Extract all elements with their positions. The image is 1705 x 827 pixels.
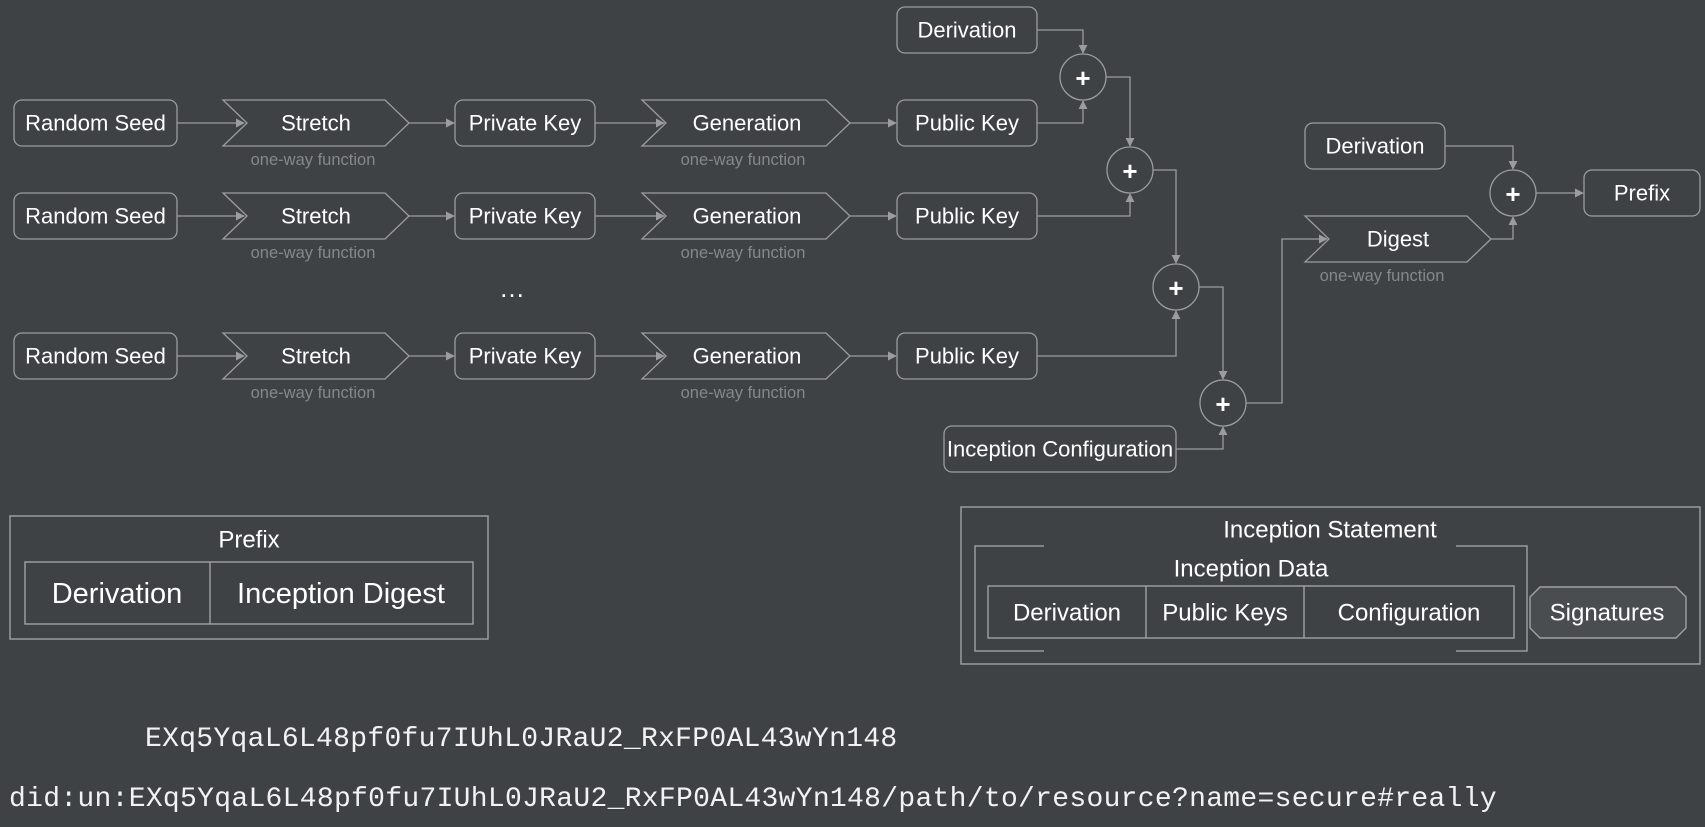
signatures-label: Signatures <box>1550 600 1665 627</box>
inception-configuration-label: Inception Configuration <box>947 437 1173 462</box>
combine-node-5-symbol: + <box>1505 179 1520 209</box>
generation-note: one-way function <box>681 244 806 262</box>
public-key-label: Public Key <box>915 344 1019 369</box>
generation-chevron <box>640 99 851 147</box>
flow-diagram-canvas: Random Seed Stretch one-way function Pri… <box>9 6 1701 665</box>
stretch-chevron <box>221 192 410 240</box>
digest-chevron <box>1303 215 1492 263</box>
generation-note: one-way function <box>681 151 806 169</box>
generation-note: one-way function <box>681 384 806 402</box>
digest-label: Digest <box>1367 227 1429 252</box>
row-1: Random Seed Stretch one-way function Pri… <box>13 99 1038 169</box>
edge-combine-1-2 <box>1106 76 1135 147</box>
combine-node-1-symbol: + <box>1075 63 1090 93</box>
inception-data-cell-derivation: Derivation <box>1013 600 1121 627</box>
combine-node-3-symbol: + <box>1168 273 1183 303</box>
stretch-note: one-way function <box>251 151 376 169</box>
private-key-label: Private Key <box>469 204 582 229</box>
edge-public1-combine-1 <box>1037 100 1088 124</box>
public-key-label: Public Key <box>915 204 1019 229</box>
edge-public2-combine-2 <box>1037 193 1135 217</box>
stretch-label: Stretch <box>281 204 351 229</box>
inception-statement: Inception Statement Inception Data Deriv… <box>960 506 1701 665</box>
public-key-label: Public Key <box>915 111 1019 136</box>
private-key-label: Private Key <box>469 111 582 136</box>
rows-ellipsis: … <box>499 273 525 303</box>
right-derivation-label: Derivation <box>1325 134 1424 159</box>
inception-statement-frame <box>960 506 1701 665</box>
edge-derivation-combine-5 <box>1445 145 1518 170</box>
inception-data-title: Inception Data <box>1174 556 1329 583</box>
edge-config-combine-4 <box>1176 426 1228 450</box>
signatures-tag <box>1529 586 1687 639</box>
inception-statement-title: Inception Statement <box>1223 517 1437 544</box>
prefix-table-frame <box>9 515 489 640</box>
edge-derivation-combine-1 <box>1037 29 1088 54</box>
prefix-label: Prefix <box>1614 181 1670 206</box>
random-seed-label: Random Seed <box>25 204 166 229</box>
generation-label: Generation <box>693 111 802 136</box>
inception-data-cell-configuration: Configuration <box>1338 600 1481 627</box>
combine-node-2-symbol: + <box>1122 156 1137 186</box>
edge-digest-combine-5 <box>1491 216 1518 240</box>
generation-label: Generation <box>693 344 802 369</box>
prefix-table: Prefix Derivation Inception Digest <box>9 515 489 640</box>
private-key-label: Private Key <box>469 344 582 369</box>
random-seed-label: Random Seed <box>25 111 166 136</box>
prefix-table-cell-derivation: Derivation <box>52 578 183 610</box>
inception-data-cell-public-keys: Public Keys <box>1162 600 1287 627</box>
generation-chevron <box>640 192 851 240</box>
edge-combine-4-digest <box>1246 234 1328 404</box>
stretch-note: one-way function <box>251 244 376 262</box>
generation-label: Generation <box>693 204 802 229</box>
stretch-chevron <box>221 332 410 380</box>
top-derivation-label: Derivation <box>917 18 1016 43</box>
prefix-table-inner <box>24 561 474 625</box>
edge-combine-2-3 <box>1153 169 1181 264</box>
edge-combine-3-4 <box>1199 286 1228 380</box>
stretch-chevron <box>221 99 410 147</box>
prefix-table-cell-inception-digest: Inception Digest <box>237 578 445 610</box>
row-2: Random Seed Stretch one-way function Pri… <box>13 192 1038 262</box>
inception-data-cells <box>987 585 1515 639</box>
prefix-box <box>1583 169 1701 217</box>
did-identifier: did:un:EXq5YqaL6L48pf0fu7IUhL0JRaU2_RxFP… <box>9 784 1497 815</box>
stretch-label: Stretch <box>281 344 351 369</box>
stretch-note: one-way function <box>251 384 376 402</box>
prefix-identifier: EXq5YqaL6L48pf0fu7IUhL0JRaU2_RxFP0AL43wY… <box>145 724 898 755</box>
random-seed-label: Random Seed <box>25 344 166 369</box>
row-3: Random Seed Stretch one-way function Pri… <box>13 332 1038 402</box>
combine-node-4-symbol: + <box>1215 389 1230 419</box>
generation-chevron <box>640 332 851 380</box>
prefix-table-title: Prefix <box>218 527 279 554</box>
stretch-label: Stretch <box>281 111 351 136</box>
digest-note: one-way function <box>1320 267 1445 285</box>
edge-public3-combine-3 <box>1037 310 1181 357</box>
